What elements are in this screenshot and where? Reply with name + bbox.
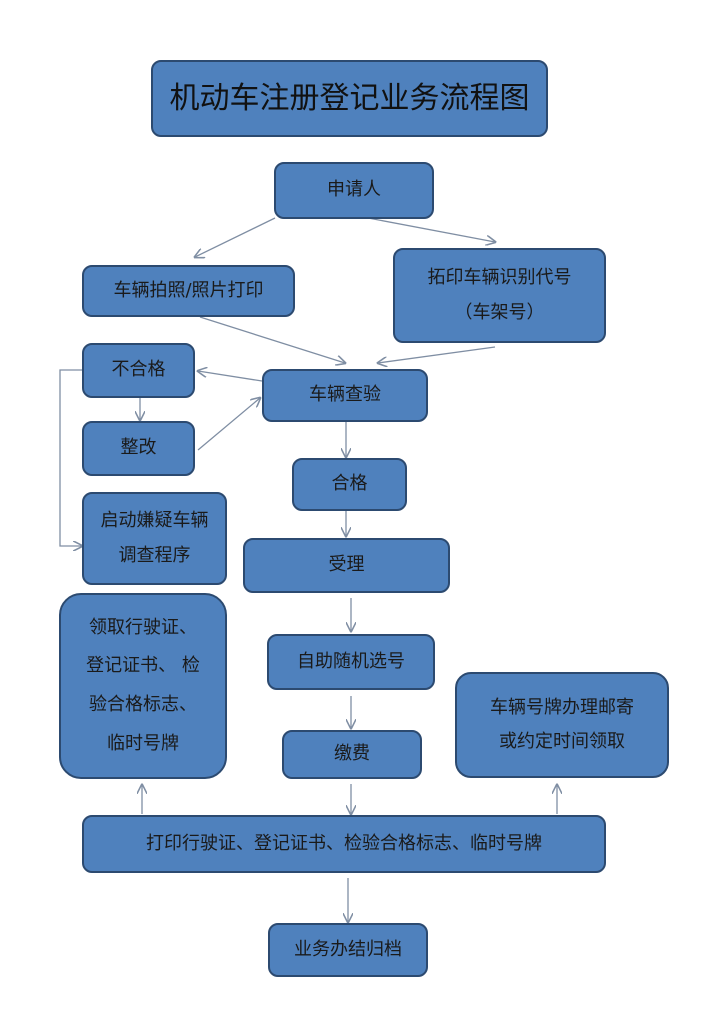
node-inspection: 车辆查验: [262, 369, 428, 422]
node-investigate-line1: 启动嫌疑车辆: [100, 510, 209, 532]
node-qualified-text: 合格: [331, 473, 368, 495]
title-text: 机动车注册登记业务流程图: [169, 81, 530, 116]
node-photo-text: 车辆拍照/照片打印: [113, 279, 264, 301]
node-receive-line3: 验合格标志、: [89, 694, 197, 715]
node-archive-text: 业务办结归档: [294, 938, 402, 960]
arrow-applicant-photo: [195, 217, 276, 257]
arrow-applicant-vin: [367, 217, 495, 242]
node-qualified: 合格: [292, 458, 407, 511]
node-accept: 受理: [243, 538, 450, 593]
node-pay: 缴费: [282, 730, 422, 779]
node-receive-line1: 领取行驶证、: [89, 616, 197, 638]
node-investigate: 启动嫌疑车辆调查程序: [82, 492, 227, 585]
node-inspection-text: 车辆查验: [309, 384, 381, 406]
node-print: 打印行驶证、登记证书、检验合格标志、临时号牌: [82, 815, 606, 873]
arrow-vin-inspection: [378, 346, 496, 363]
node-receive-line2: 登记证书、 检: [86, 655, 200, 677]
node-vin-line1: 拓印车辆识别代号: [427, 267, 572, 289]
arrow-unqualified-investigate: [59, 369, 82, 546]
node-pay-text: 缴费: [334, 743, 370, 765]
node-mail-line1: 车辆号牌办理邮寄: [490, 696, 634, 718]
node-mail: 车辆号牌办理邮寄或约定时间领取: [455, 672, 669, 778]
node-unqualified: 不合格: [82, 343, 195, 398]
node-vin: 拓印车辆识别代号 （车架号）: [393, 248, 606, 343]
node-applicant-text: 申请人: [327, 179, 381, 201]
node-photo: 车辆拍照/照片打印: [82, 265, 295, 317]
arrow-inspection-unqualified: [198, 371, 263, 382]
node-rectify: 整改: [82, 421, 195, 476]
node-receive: 领取行驶证、登记证书、 检验合格标志、临时号牌: [59, 593, 227, 779]
node-accept-text: 受理: [328, 554, 365, 576]
node-plate-select: 自助随机选号: [267, 634, 435, 690]
node-plate-select-text: 自助随机选号: [297, 650, 405, 672]
arrow-rectify-inspection: [197, 398, 260, 451]
node-print-text: 打印行驶证、登记证书、检验合格标志、临时号牌: [146, 832, 542, 854]
node-rectify-text: 整改: [120, 437, 157, 459]
node-investigate-line2: 调查程序: [118, 544, 191, 566]
page-title: 机动车注册登记业务流程图: [151, 60, 548, 137]
node-receive-line4: 临时号牌: [107, 732, 179, 754]
node-vin-line2: （车架号）: [454, 301, 545, 323]
node-applicant: 申请人: [274, 162, 434, 219]
node-mail-line2: 或约定时间领取: [499, 731, 625, 752]
node-unqualified-text: 不合格: [111, 359, 166, 381]
arrow-photo-inspection: [199, 316, 345, 363]
node-archive: 业务办结归档: [268, 923, 428, 977]
